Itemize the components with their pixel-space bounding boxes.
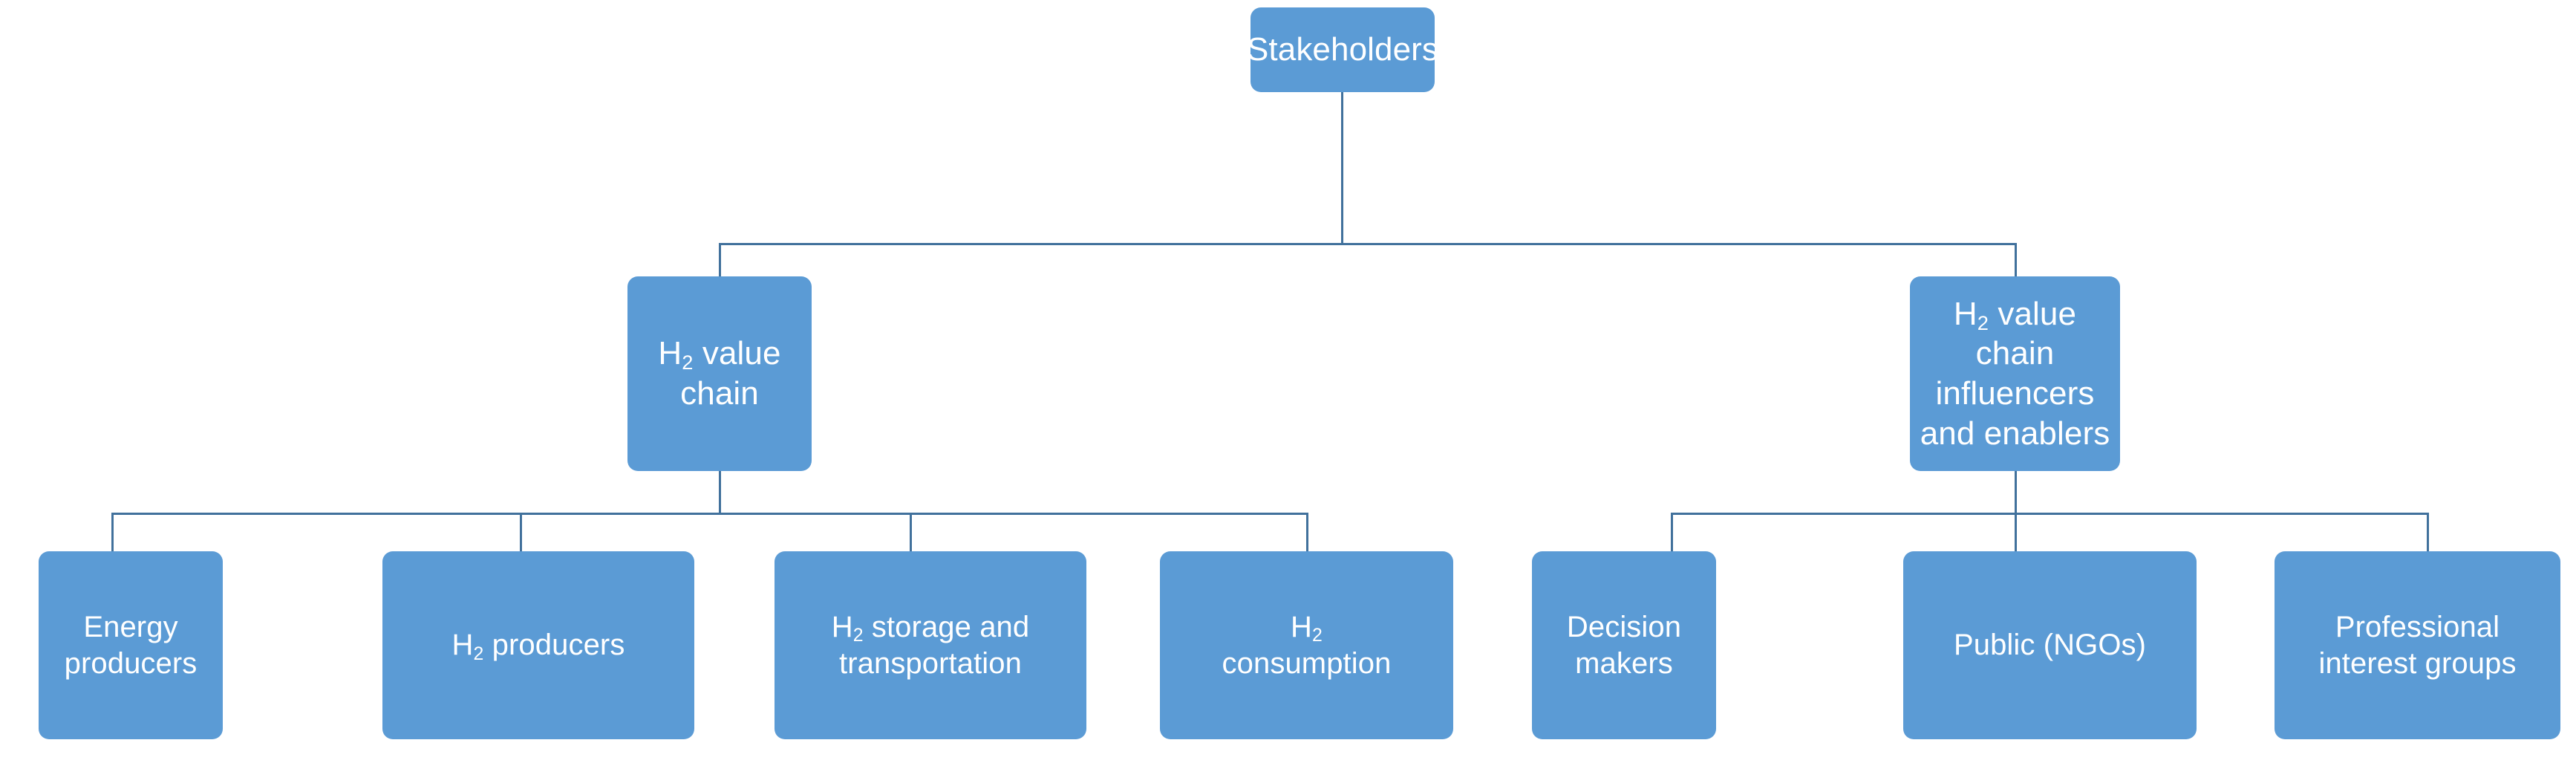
node-h2-value-chain[interactable]: H2 value chain — [627, 276, 812, 471]
subscript-2: 2 — [473, 643, 484, 664]
node-h2-value-chain-label: H2 value chain — [658, 335, 781, 412]
connector-drop-h2-storage — [910, 513, 912, 551]
connector-drop-public-ngos — [2015, 513, 2017, 551]
connector-drop-h2-consumption — [1306, 513, 1308, 551]
connector-drop-h2-producers — [520, 513, 522, 551]
subscript-2: 2 — [682, 351, 694, 374]
connector-level1-bus — [719, 243, 2017, 245]
node-energy-producers-label: Energy producers — [64, 610, 198, 680]
node-h2-consumption[interactable]: H2 consumption — [1160, 551, 1453, 739]
node-h2-storage-and-transportation-label: H2 storage and transportation — [831, 610, 1030, 680]
node-professional-interest-groups-label: Professional interest groups — [2318, 610, 2517, 680]
connector-root-stem — [1341, 92, 1343, 244]
node-h2-value-chain-influencers-and-enablers[interactable]: H2 value chain influencers and enablers — [1910, 276, 2120, 471]
node-influencers-label: H2 value chain influencers and enablers — [1920, 295, 2110, 452]
connector-left-branch-bus — [111, 513, 1308, 515]
node-energy-producers[interactable]: Energy producers — [39, 551, 223, 739]
node-decision-makers[interactable]: Decision makers — [1532, 551, 1716, 739]
node-decision-makers-label: Decision makers — [1566, 610, 1682, 680]
connector-drop-influencers — [2015, 243, 2017, 276]
subscript-2: 2 — [1977, 311, 1989, 334]
connector-stem-influencers — [2015, 471, 2017, 514]
node-h2-producers[interactable]: H2 producers — [382, 551, 694, 739]
node-stakeholders-label: Stakeholders — [1246, 31, 1439, 68]
connector-stem-h2-value-chain — [719, 471, 721, 514]
node-h2-consumption-label: H2 consumption — [1222, 610, 1392, 680]
node-public-ngos-label: Public (NGOs) — [1953, 629, 2147, 662]
node-professional-interest-groups[interactable]: Professional interest groups — [2275, 551, 2560, 739]
node-public-ngos[interactable]: Public (NGOs) — [1903, 551, 2197, 739]
connector-drop-professional-groups — [2427, 513, 2429, 551]
connector-right-branch-bus — [1671, 513, 2429, 515]
node-stakeholders[interactable]: Stakeholders — [1246, 7, 1439, 92]
subscript-2: 2 — [852, 626, 864, 646]
node-h2-storage-and-transportation[interactable]: H2 storage and transportation — [775, 551, 1086, 739]
connector-drop-decision-makers — [1671, 513, 1673, 551]
subscript-2: 2 — [1312, 626, 1323, 646]
connector-drop-energy-producers — [111, 513, 114, 551]
connector-drop-h2-value-chain — [719, 243, 721, 276]
node-h2-producers-label: H2 producers — [451, 629, 625, 664]
